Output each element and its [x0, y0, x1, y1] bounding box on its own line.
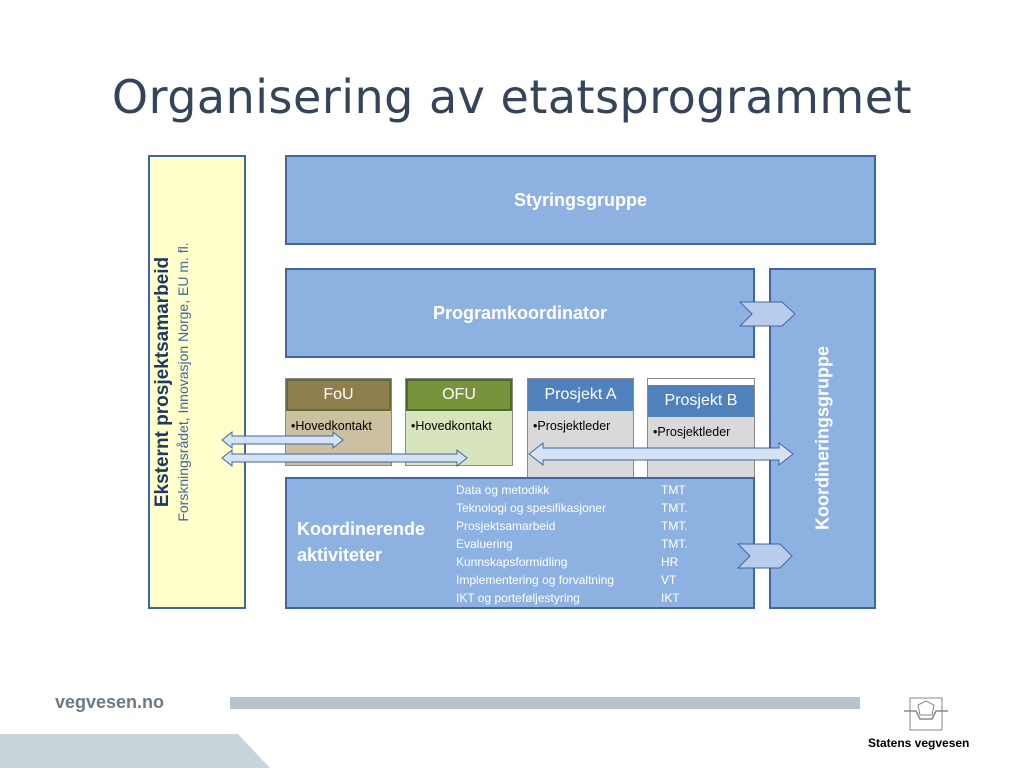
double-arrow-icon	[221, 430, 344, 450]
activity-row: Implementering og forvaltning VT	[456, 571, 736, 589]
activity-row: Prosjektsamarbeid TMT.	[456, 517, 736, 535]
activity-owner: VT	[661, 573, 677, 587]
coordinating-activities-label: Koordinerende aktiviteter	[297, 516, 425, 568]
project-head-b: Prosjekt B	[648, 385, 754, 417]
project-body-a: •Prosjektleder	[528, 411, 633, 477]
double-arrow-icon	[528, 441, 794, 467]
footer-site-link[interactable]: vegvesen.no	[55, 692, 165, 712]
activity-row: Data og metodikk TMT	[456, 481, 736, 499]
steering-group-label: Styringsgruppe	[513, 189, 647, 210]
double-arrow-icon	[221, 448, 468, 468]
external-collaboration-box	[148, 155, 246, 609]
activity-name: Kunnskapsformidling	[456, 555, 568, 569]
activity-row: Teknologi og spesifikasjoner TMT.	[456, 499, 736, 517]
project-head-ofu: OFU	[406, 379, 512, 411]
activity-name: Prosjektsamarbeid	[456, 519, 556, 533]
activity-name: Evaluering	[456, 537, 513, 551]
footer-divider-bar	[230, 697, 860, 709]
activity-name: Implementering og forvaltning	[456, 573, 615, 587]
project-box-b: Prosjekt B •Prosjektleder	[647, 378, 755, 478]
project-box-a: Prosjekt A •Prosjektleder	[527, 378, 634, 478]
coordinating-activities-box	[285, 477, 755, 609]
footer-wedge-shape	[0, 734, 270, 768]
steering-group-box: Styringsgruppe	[285, 155, 876, 245]
footer-org-name: Statens vegvesen	[868, 736, 970, 750]
activity-list: Data og metodikk TMT Teknologi og spesifi…	[456, 481, 736, 607]
activity-name: Teknologi og spesifikasjoner	[456, 501, 607, 515]
activity-owner: TMT.	[661, 537, 688, 551]
activity-row: IKT og porteføljestyring IKT	[456, 589, 736, 607]
activity-name: IKT og porteføljestyring	[456, 591, 580, 605]
activity-row: Kunnskapsformidling HR	[456, 553, 736, 571]
activity-name: Data og metodikk	[456, 483, 550, 497]
statens-vegvesen-emblem-icon	[904, 697, 948, 731]
project-head-a: Prosjekt A	[528, 379, 633, 411]
activity-owner: TMT.	[661, 501, 688, 515]
chevron-arrow-icon	[736, 543, 793, 569]
project-head-fou: FoU	[286, 379, 391, 411]
project-body-b: •Prosjektleder	[648, 417, 754, 477]
activity-owner: HR	[661, 555, 679, 569]
slide-title: Organisering av etatsprogrammet	[111, 70, 913, 124]
activity-owner: TMT	[661, 483, 686, 497]
activity-owner: TMT.	[661, 519, 688, 533]
coordinating-activities-line2: aktiviteter	[297, 545, 383, 565]
activity-owner: IKT	[661, 591, 680, 605]
program-coordinator-label: Programkoordinator	[432, 302, 608, 323]
coordinating-activities-line1: Koordinerende	[297, 519, 426, 539]
activity-row: Evaluering TMT.	[456, 535, 736, 553]
chevron-arrow-icon	[738, 301, 796, 327]
program-coordinator-box: Programkoordinator	[285, 268, 755, 358]
